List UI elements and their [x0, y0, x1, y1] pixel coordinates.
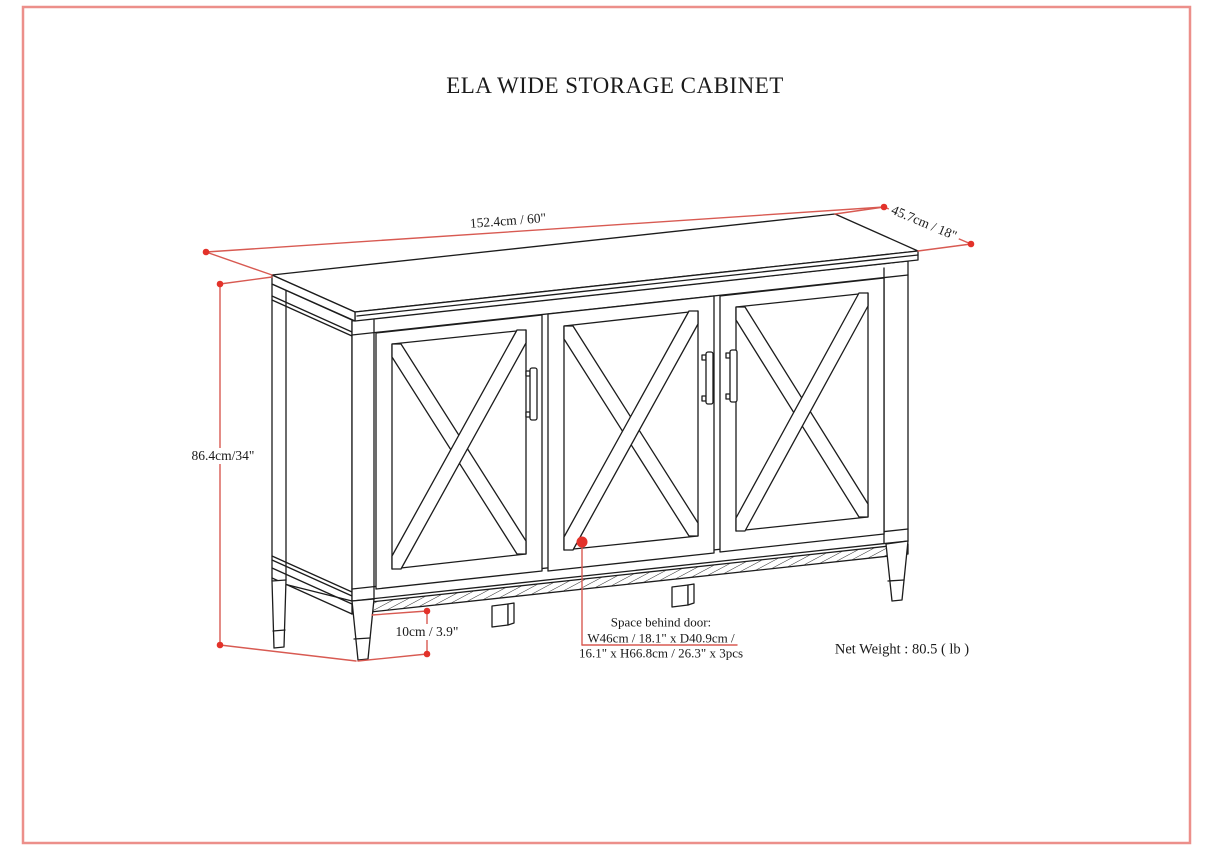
leg-height-dimension-label: 10cm / 3.9"	[392, 624, 462, 640]
page-border	[21, 5, 1192, 845]
x-brace	[735, 292, 869, 532]
dimension-dots	[202, 203, 975, 658]
door-center	[547, 295, 715, 572]
space-indicator-dot	[576, 536, 588, 548]
space-behind-door-note: Space behind door: W46cm / 18.1" x D40.9…	[579, 615, 743, 662]
width-dimension	[205, 206, 885, 276]
leg-front-right	[885, 540, 909, 602]
leg-middle-right	[671, 583, 695, 608]
door-handle	[701, 351, 714, 405]
door-left	[375, 314, 543, 590]
space-behind-door-leader	[581, 541, 738, 646]
leg-back-left	[271, 579, 287, 649]
cabinet-left-side-panel	[271, 283, 353, 602]
hatched-stretcher-fill	[352, 544, 908, 614]
cabinet-line-drawing	[271, 213, 919, 661]
height-dimension	[219, 276, 357, 662]
space-note-line1: Space behind door:	[610, 614, 712, 630]
door-right	[719, 277, 885, 553]
door-handle	[525, 367, 538, 421]
cabinet-top	[271, 213, 919, 322]
x-brace	[391, 329, 527, 570]
page-title: ELA WIDE STORAGE CABINET	[446, 73, 784, 98]
leg-middle-left	[491, 602, 515, 628]
space-note-line3: 16.1" x H66.8cm / 26.3" x 3pcs	[578, 645, 744, 661]
space-note-line2: W46cm / 18.1" x D40.9cm /	[587, 630, 735, 646]
x-brace	[563, 310, 699, 551]
height-dimension-label: 86.4cm/34"	[188, 448, 258, 464]
net-weight-label: Net Weight : 80.5 ( lb )	[834, 641, 970, 658]
leg-front-left	[351, 598, 375, 661]
door-handle	[725, 349, 738, 403]
